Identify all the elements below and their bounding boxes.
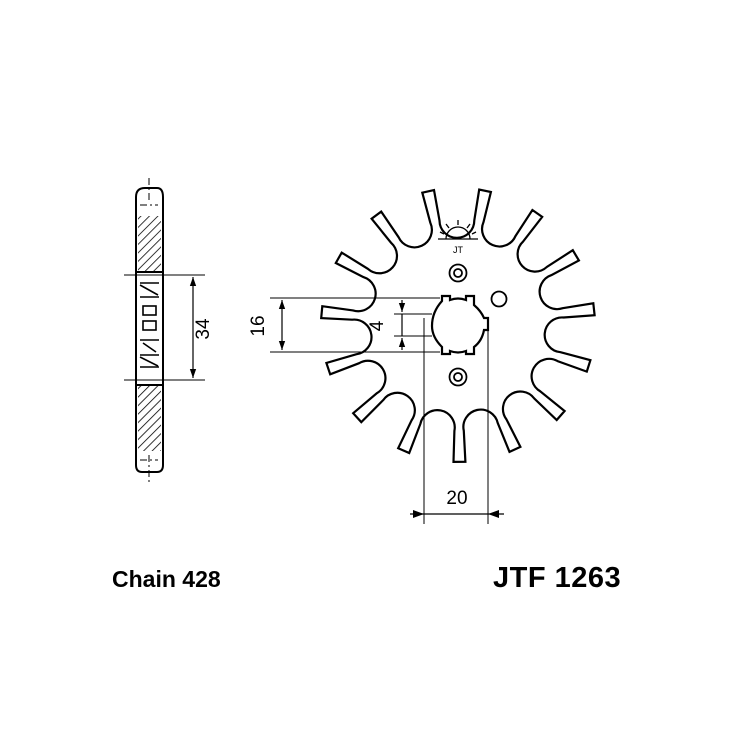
side-hub-spline xyxy=(139,282,159,368)
part-number-label: JTF 1263 xyxy=(493,562,622,594)
dim-4-label: 4 xyxy=(367,320,388,331)
jt-logo-icon: JT xyxy=(438,220,478,255)
dim-20-label: 20 xyxy=(446,488,467,509)
side-centerline xyxy=(140,178,158,482)
dim-16 xyxy=(270,297,440,353)
dim-20 xyxy=(410,318,504,524)
spline-bore xyxy=(430,294,490,356)
front-view: JT 16 4 20 xyxy=(248,188,596,524)
logo-text: JT xyxy=(453,245,464,255)
side-hatch-top xyxy=(138,216,161,272)
lower-mount-hole xyxy=(448,367,468,387)
side-hole xyxy=(490,290,508,308)
dim-4 xyxy=(394,300,432,350)
upper-mount-hole xyxy=(448,263,468,283)
dim-34-label: 34 xyxy=(193,318,214,340)
chain-size-label: Chain 428 xyxy=(112,566,221,592)
side-view xyxy=(124,178,205,482)
side-hatch-bottom xyxy=(138,385,161,451)
dim-16-label: 16 xyxy=(248,315,269,336)
